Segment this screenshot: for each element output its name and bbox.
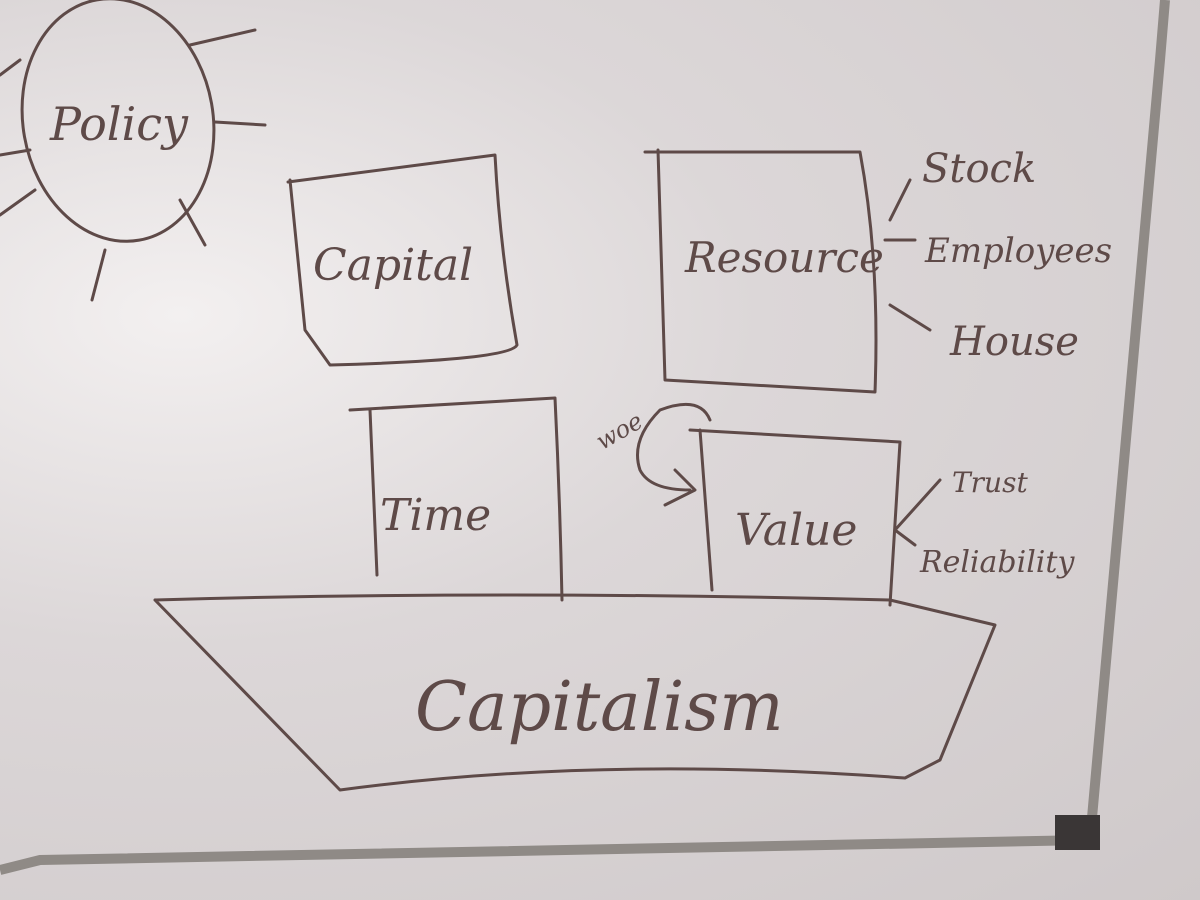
resource-item: House <box>949 319 1079 365</box>
policy-label: Policy <box>49 97 189 151</box>
value-item: Trust <box>952 466 1028 499</box>
capitalism-label: Capitalism <box>415 668 784 747</box>
value-item: Reliability <box>919 545 1075 580</box>
resource-item: Employees <box>924 231 1112 271</box>
frame-corner <box>1055 815 1100 850</box>
resource-item: Stock <box>922 146 1036 192</box>
time-label: Time <box>380 490 491 541</box>
capitalism-node: Capitalism <box>153 593 997 792</box>
policy-node: Policy <box>0 0 267 302</box>
capital-label: Capital <box>313 240 473 291</box>
capital-node: Capital <box>286 153 519 367</box>
value-node: Value Trust Reliability <box>688 428 1075 607</box>
resource-node: Resource Stock Employees House <box>643 146 1112 394</box>
time-node: Time <box>348 396 564 602</box>
arrow: woe <box>591 402 712 507</box>
resource-label: Resource <box>684 233 884 282</box>
value-label: Value <box>735 505 857 556</box>
